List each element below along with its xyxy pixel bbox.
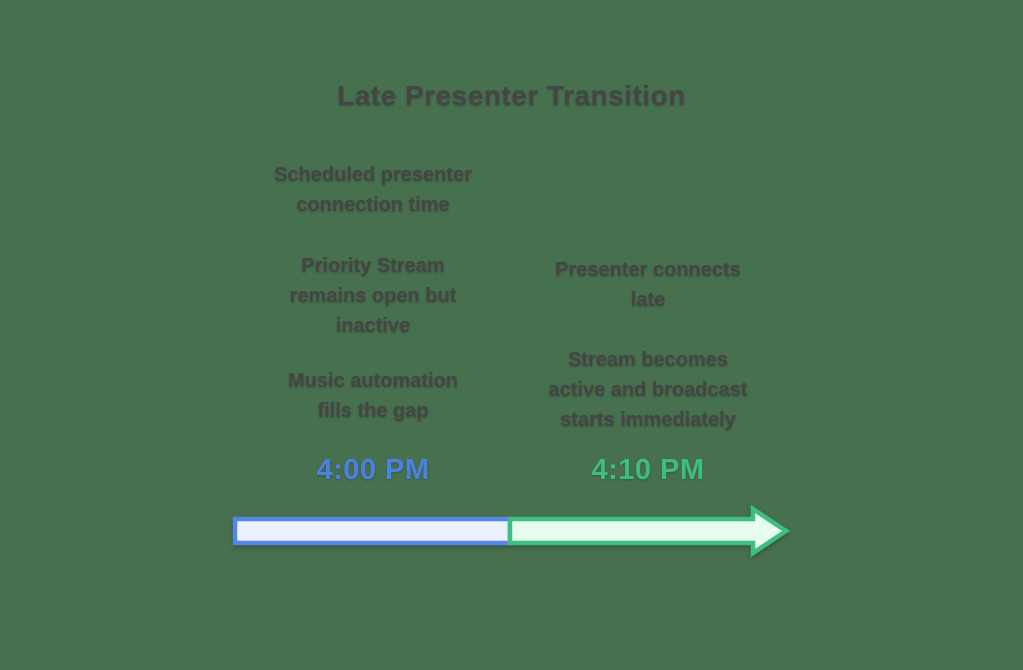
note-priority-stream: Priority Stream remains open but inactiv…: [289, 255, 457, 337]
timeline-segment-before: [232, 516, 513, 546]
page-title: Late Presenter Transition: [337, 80, 686, 111]
note-scheduled-connection: Scheduled presenter connection time: [274, 164, 472, 216]
time-after-label: 4:10 PM: [591, 454, 705, 486]
note-music-automation: Music automation fills the gap: [287, 370, 458, 422]
time-before-label: 4:00 PM: [316, 454, 430, 486]
note-presenter-connects: Presenter connects late: [555, 259, 741, 311]
note-stream-becomes-active: Stream becomes active and broadcast star…: [548, 349, 748, 431]
timeline-segment-after-arrowhead: [507, 504, 791, 558]
